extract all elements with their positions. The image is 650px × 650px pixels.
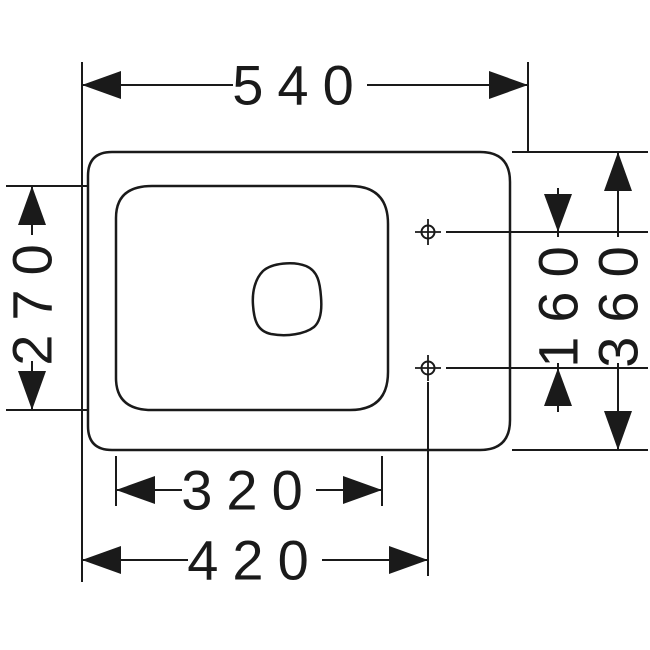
dimension-arrows (18, 71, 632, 574)
dimension-label-outer-bottom: 420 (187, 529, 322, 592)
text-bg-420 (188, 534, 322, 586)
text-bg-360 (594, 237, 642, 363)
dimension-label-left: 270 (1, 230, 64, 365)
dimension-label-inner-bottom: 320 (181, 459, 316, 522)
arrow-540-left-icon (82, 71, 121, 99)
arrow-320-right-icon (343, 476, 382, 504)
fixing-hole-top (415, 219, 441, 245)
dimension-label-inner-right: 160 (527, 232, 590, 367)
arrow-270-down-icon (18, 371, 46, 410)
arrow-160-up-icon (544, 368, 572, 406)
drain-hole (251, 262, 323, 337)
text-bg-540 (233, 59, 367, 111)
dimension-labels: 540 270 160 360 320 420 (1, 54, 650, 592)
fixing-holes (415, 219, 441, 381)
dimension-label-top: 540 (232, 54, 367, 117)
text-bg-160 (534, 237, 582, 363)
fixing-hole-bottom (415, 355, 441, 381)
dimension-label-outer-right: 360 (587, 232, 650, 367)
arrow-160-down-icon (544, 194, 572, 232)
arrow-320-left-icon (116, 476, 155, 504)
arrow-270-up-icon (18, 186, 46, 225)
arrow-360-up-icon (604, 152, 632, 191)
arrow-420-left-icon (82, 546, 121, 574)
arrow-360-down-icon (604, 411, 632, 450)
arrow-420-right-icon (389, 546, 428, 574)
text-bg-270 (8, 235, 56, 361)
extension-lines (6, 62, 648, 582)
dimension-text-backgrounds (8, 59, 642, 586)
text-bg-320 (182, 464, 316, 516)
arrow-540-right-icon (489, 71, 528, 99)
toilet-top-view (86, 150, 512, 452)
